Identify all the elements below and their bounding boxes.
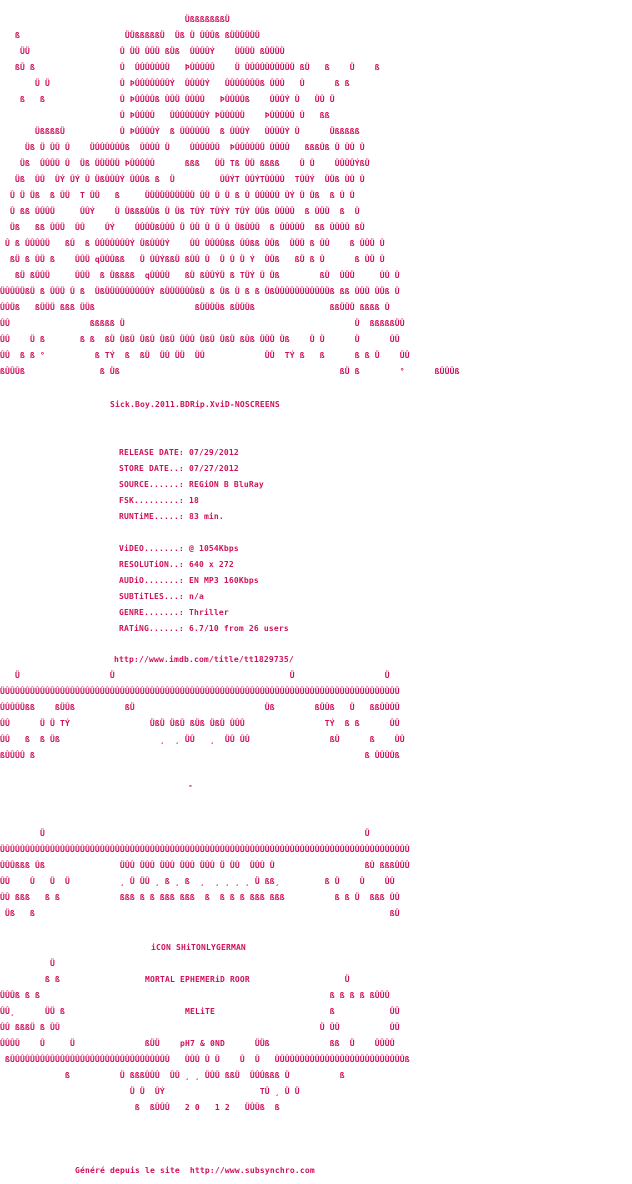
ascii-art-line: ÛÛ ßßßßß Ü Ü ßßßßßÜÛ <box>0 319 405 328</box>
ascii-art-line: ÜßßßßÜ Û ÞÛÛÛÛÝ ß ÛÛÛÛÛÛ ß ÛÛÛÝ ÛÛÛÛÝ Û … <box>0 127 360 136</box>
ascii-art-line: ÛÛ ß ß ° ß TÝ ß ßÜ ÜÛ ÜÜ ÜÛ ÜÜ TÝ ß ß ß … <box>0 351 410 360</box>
ascii-art-line: ÛÛ Û Ü Ü ¸ Ü ÜÛ ¸ ß ¸ ß ¸ ¸ ¸ ¸ ¸ Ü ßß¸ … <box>0 877 395 886</box>
ascii-art-line: ßÛÛÛß ß Üß ßÜ ß ° ßÛÛÛß <box>0 367 460 376</box>
ascii-art-line: ÛÛ ßßßÜ ß ÛÛ Ü ÛÛ ÛÛ <box>0 1023 400 1032</box>
ascii-art-line: Ü Ü Û ÞÛÛÛÛÛÛÛÝ ÛÛÛÛÝ ÛÛÛÛÛÛÛß ÛÛÛ Û ß ß <box>0 79 350 88</box>
ascii-art-line: Üß ß ßÛ <box>0 909 400 918</box>
ascii-art-line: ÛÛ¸ ÜÜ ß ß ÛÛ <box>0 1007 400 1016</box>
ascii-art-line: ßÜ ßÛÛÜ ÛÛÜ ß Üßßßß qÛÛÛÜ ßÜ ßÛÛÝÜ ß TÜÝ… <box>0 271 400 280</box>
ascii-art-line: ÛÛ Ü ß ß ß ßÜ ÜßÛ ÜßÛ ÜßÛ ÜÛÛ ÜßÛ ÜßÜ ßÛ… <box>0 335 400 344</box>
footer-credit: Généré depuis le site http://www.subsync… <box>75 1166 315 1175</box>
imdb-link[interactable]: http://www.imdb.com/title/tt1829735/ <box>114 655 294 664</box>
ascii-art-line: ß Ü ßßßÛÛÛ ÛÛ ¸ ¸ ÜÛÛ ßßÜ ÛÛÛßßß Ü ß <box>0 1071 345 1080</box>
ascii-art-line: Üß ßß ÛÛÜ ÛÛ ÛÝ ÛÛÛÜßÛÛÛ Ü ÛÜ Û Û Û ÜßÛÛ… <box>0 223 365 232</box>
ascii-art-line: Û ßß ÛÛÛÜ ÛÛÝ Ü ÜßßßÛÜß Ü Üß TÛÝ TÛÝÝ TÛ… <box>0 207 360 216</box>
ascii-art-line: ÛÛÛÛ Û Ü ßÜÜ ÜÜß ßß Ü ÛÛÛÛ <box>0 1039 395 1048</box>
ascii-art-line: Ü Ü ÛÝ TÛ ¸ Ü Ü <box>0 1087 300 1096</box>
ascii-art-line: Û Ü Üß ß ÛÜ T ÛÜ ß ÜÜÜÜÜÜÜÜÜÜ ÛÜ Û Ü ß Û… <box>0 191 355 200</box>
ascii-art-line: ÜÛÛÛÛÛÛÛÛÛÛÛÛÛÛÛÛÛÛÛÛÛÛÛÛÛÛÛÛÛÛÛÛÛÛÛÛÛÛÛ… <box>0 687 400 696</box>
ascii-art-line: ßÜ ß ÛÜ ß ÛÛÜ qÛÛÛßß Ü ÛÛÝßßÜ ßÛÛ Û Ü Û … <box>0 255 385 264</box>
ascii-art-line: ÜÛÛÛÜßÜ ß ÛÛÜ Û ß ÜßÜÜÛÛÛÛÛÛÛÝ ßÜÜÜÛÛÜßÜ… <box>0 287 400 296</box>
release-name: Sick.Boy.2011.BDRip.XviD-NOSCREENS <box>110 400 280 409</box>
tech-info-line: AUDiO.......: EN MP3 160Kbps <box>119 576 259 585</box>
ascii-art-line: Ü <box>0 959 55 968</box>
ascii-art-line: Û ÞÛÛÛÛ ÛÛÛÛÛÛÛÝ ÞÛÛÛÛÜ ÞÛÛÛÛÛ Û ßß <box>0 111 330 120</box>
ascii-art-line: ÜßßßßßßßÜ <box>0 15 230 24</box>
tech-info-line: GENRE.......: Thriller <box>119 608 229 617</box>
release-info-line: SOURCE......: REGiON B BluRay <box>119 480 264 489</box>
ascii-art-line: ÜÜ Û ÜÜ ÛÛÜ ßÜß ÛÛÛÛÝ ÜÜÜÜ ßÜÜÜÜ <box>0 47 285 56</box>
credit-line: MORTAL EPHEMERiD ROOR <box>145 975 250 984</box>
tech-info-line: ViDEO.......: @ 1054Kbps <box>119 544 239 553</box>
ascii-art-line: ß ÜÜßßßßßÜ Üß Ü ÛÛÛß ßÜÜÜÜÜÜ <box>0 31 260 40</box>
ascii-art-line: ÜÛÛß ß ß ß ß ß ß ßÛÛÛ <box>0 991 390 1000</box>
credit-line: MELiTE <box>185 1007 215 1016</box>
ascii-art-line: Ü Ü <box>0 829 370 838</box>
ascii-art-line: Üß ÛÛ ÛÝ ÛÝ Û ÜßÛÛÛÝ ÛÛÛß ß Ü ÛÛÝT ÛÛÝTÛ… <box>0 175 365 184</box>
ascii-art-line: ß ß Û ÞÛÛÛÛß ÛÛÜ ÛÛÛÛ ÞÛÛÛÛß ÛÛÛÝ Û ÜÛ Ü <box>0 95 335 104</box>
ascii-art-line: ßÛÛÛÛ ß ß ÛÛÛÛß <box>0 751 400 760</box>
release-info-line: RELEASE DATE: 07/29/2012 <box>119 448 239 457</box>
ascii-art-line: ßÛ ß Û ÛÛÛÛÛÛÜ ÞÛÛÛÛÛ Ü ÛÛÛÛÛÛÜÜÜÜ ßÜ ß … <box>0 63 380 72</box>
ascii-art-line: ÛÛÛÛÜßß ßÜÛß ßÜ Üß ßÜÛß Ü ßßÛÛÛÛ <box>0 703 400 712</box>
ascii-art-line: ÛÛ ß ß Üß ¸ ¸ ÜÛ ¸ ÜÛ ÛÛ ßÛ ß ÛÛ <box>0 735 405 744</box>
ascii-art-line: Üß ÛÛÛÛ Û Üß ÜÜÜÜÜ ÞÛÛÛÛÛ ßßß ÜÜ Tß ÜÜ ß… <box>0 159 370 168</box>
ascii-art-line: Üß Ü ÛÛ Û ÜÛÛÛÛÛÛß ÛÛÛÛ Ü ÛÛÛÛÛÛ ÞÛÛÛÛÛÜ… <box>0 143 365 152</box>
ascii-art-line: Ü Ü Ü Ü <box>0 671 390 680</box>
tech-info-line: SUBTiTLES...: n/a <box>119 592 204 601</box>
ascii-art-line: ÛÛÜß ßÜÜÜ ßßß ÜÜß ßÜÜÜÜß ßÜÜÜß ßßÜÜÜ ßßß… <box>0 303 390 312</box>
ascii-art-line: ÛÛ Ü Ü TÝ ÜßÜ ÜßÛ ßÜß ÜßÜ ÛÛÛ TÝ ß ß ÛÛ <box>0 719 400 728</box>
tech-info-line: RATiNG......: 6.7/10 from 26 users <box>119 624 289 633</box>
ascii-art-line: ß ß Ü <box>0 975 350 984</box>
ascii-art-line: ßÛÛÛÛÛÛÛÛÛÛÛÛÛÛÛÛÛÛÛÛÛÛÛÛÛÛÛÛÛÛÛÛ ÛÛÛ Û … <box>0 1055 410 1064</box>
ascii-art-line: Û ß ÛÛÛÛÜ ßÛ ß ÛÛÛÛÛÛÛÝ ÜßÛÛÛÝ ÛÛ ÛÛÛÛßß… <box>0 239 385 248</box>
release-info-line: FSK.........: 18 <box>119 496 199 505</box>
release-info-line: STORE DATE..: 07/27/2012 <box>119 464 239 473</box>
ascii-art-line: ÛÛ ßßß ß ß ßßß ß ß ßßß ßßß ß ß ß ß ßßß ß… <box>0 893 400 902</box>
credit-line: pH7 & 0ND <box>180 1039 225 1048</box>
separator: - <box>188 781 193 790</box>
tech-info-line: RESOLUTiON..: 640 x 272 <box>119 560 234 569</box>
ascii-art-line: ÜÛÛÛÛÛÛÛÛÛÛÛÛÛÛÛÛÛÛÛÛÛÛÛÛÛÛÛÛÛÛÛÛÛÛÛÛÛÛÛ… <box>0 845 410 854</box>
release-info-line: RUNTiME.....: 83 min. <box>119 512 224 521</box>
ascii-art-line: ß ßÛÛÛ 2 0 1 2 ÜÛÛß ß <box>0 1103 280 1112</box>
group-name: iCON SHiTONLYGERMAN <box>151 943 246 952</box>
ascii-art-line: ÛÛÛßßß Ûß ÜÛÛ ÜÛÛ ÜÛÛ ÜÛÛ ÜÛÛ Ü ÜÛ ÜÛÛ Ü… <box>0 861 410 870</box>
